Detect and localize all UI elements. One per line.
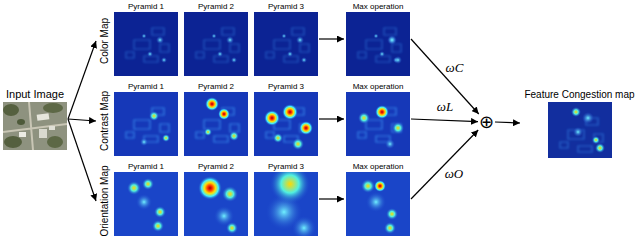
heatmap [548, 102, 612, 158]
panel-heading: Pyramid 1 [128, 162, 164, 172]
image-panel: Pyramid 1 [114, 2, 178, 76]
panel-heading: Pyramid 3 [268, 2, 304, 12]
arrow-connector [319, 198, 344, 199]
image-panel: Pyramid 2 [184, 2, 248, 76]
arrow-connector [411, 119, 478, 122]
image-panel: Pyramid 3 [254, 162, 318, 236]
heatmap [114, 12, 178, 76]
heatmap [184, 172, 248, 236]
operator-symbol: ⊕ [478, 114, 494, 130]
panel-heading: Pyramid 1 [128, 82, 164, 92]
heatmap [346, 172, 410, 236]
image-panel: Input Image [3, 88, 67, 150]
panel-heading: Feature Congestion map [524, 88, 634, 101]
heatmap [254, 12, 318, 76]
row-label: Color Map [98, 2, 112, 80]
image-panel: Pyramid 1 [114, 162, 178, 236]
panel-heading: Max operation [353, 162, 404, 172]
image-panel: Pyramid 1 [114, 82, 178, 156]
feature-row: Contrast Map Pyramid 1 Pyramid 2 Pyramid 3 M… [98, 82, 412, 160]
operator-glyph: ⊕ [478, 114, 494, 130]
heatmap [254, 92, 318, 156]
arrow-connector [68, 119, 96, 121]
image-panel: Pyramid 3 [254, 2, 318, 76]
arrow-connector [68, 119, 96, 201]
heatmap [254, 164, 318, 240]
image-panel: Max operation [346, 162, 410, 236]
image-panel: Pyramid 2 [184, 162, 248, 236]
feature-row: Color Map Pyramid 1 Pyramid 2 Pyramid 3 Max … [98, 2, 412, 80]
image-panel: Max operation [346, 2, 410, 76]
row-label: Orientation Map [98, 162, 112, 240]
panel-heading: Pyramid 1 [128, 2, 164, 12]
arrow-connector [68, 41, 96, 119]
panel-heading: Pyramid 2 [198, 162, 234, 172]
heatmap [114, 172, 178, 236]
image-panel: Pyramid 3 [254, 82, 318, 156]
arrow-connector [319, 38, 344, 39]
image-panel: Pyramid 2 [184, 82, 248, 156]
weight-label: ωO [444, 167, 465, 181]
weight-label: ωL [436, 100, 454, 114]
arrow-connector [411, 130, 478, 199]
aerial-photo [3, 102, 67, 150]
panel-heading: Max operation [353, 2, 404, 12]
panel-heading: Pyramid 2 [198, 82, 234, 92]
panel-heading: Pyramid 3 [268, 162, 304, 172]
arrow-connector [319, 118, 344, 119]
feature-row: Orientation Map Pyramid 1 Pyramid 2 Pyramid… [98, 162, 412, 240]
weight-label: ωC [445, 61, 465, 75]
heatmap [184, 12, 248, 76]
image-panel: Max operation [346, 82, 410, 156]
image-panel: Feature Congestion map [522, 88, 637, 158]
arrow-connector [495, 122, 520, 123]
heatmap [346, 12, 410, 76]
heatmap [114, 92, 178, 156]
panel-heading: Pyramid 3 [268, 82, 304, 92]
panel-heading: Pyramid 2 [198, 2, 234, 12]
panel-heading: Input Image [6, 88, 64, 101]
heatmap [346, 92, 410, 156]
arrow-connector [411, 39, 479, 114]
heatmap [184, 92, 248, 156]
panel-heading: Max operation [353, 82, 404, 92]
row-label: Contrast Map [98, 82, 112, 160]
